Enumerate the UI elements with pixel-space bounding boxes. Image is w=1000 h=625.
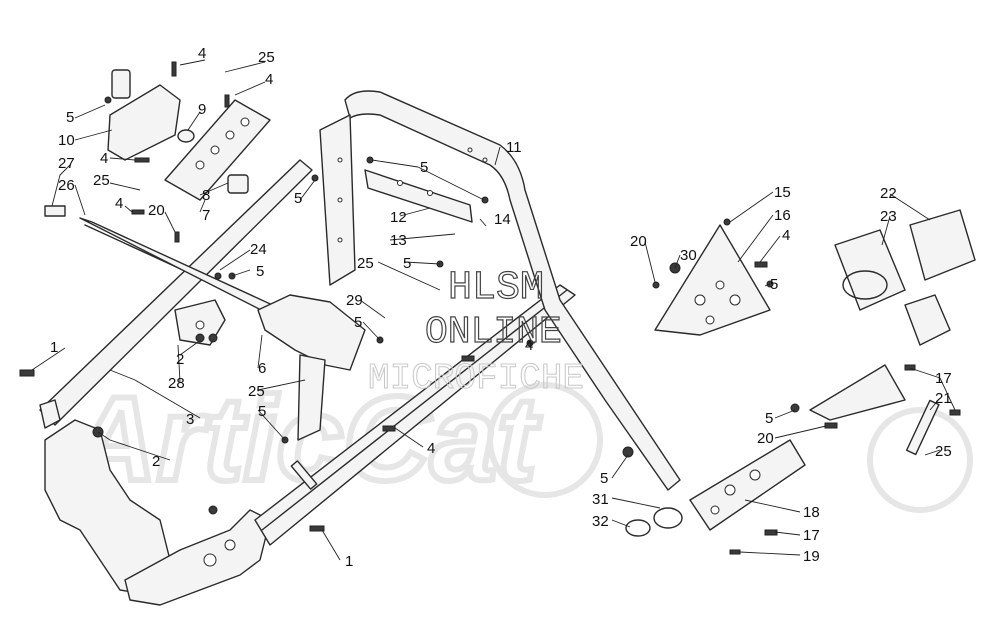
callout-5: 5 [420, 159, 428, 176]
callout-3: 3 [186, 411, 194, 428]
callout-10: 10 [58, 132, 75, 149]
right-panel [654, 224, 771, 336]
callout-20: 20 [757, 430, 774, 447]
callout-28: 28 [168, 375, 185, 392]
callout-23: 23 [880, 208, 897, 225]
callout-31: 31 [592, 491, 609, 508]
leader-lines [31, 59, 956, 561]
clamp-32 [625, 519, 651, 537]
watermark-line-2: ONLINE [425, 311, 562, 354]
callout-4: 4 [782, 227, 790, 244]
callout-5: 5 [600, 470, 608, 487]
callout-7: 7 [202, 207, 210, 224]
callout-20: 20 [630, 233, 647, 250]
callout-21: 21 [935, 390, 952, 407]
ecu-module [107, 69, 181, 161]
callout-24: 24 [250, 241, 267, 258]
callout-1: 1 [50, 339, 58, 356]
callout-5: 5 [66, 109, 74, 126]
callout-8: 8 [202, 187, 210, 204]
battery-box-23 [834, 229, 951, 346]
main-frame-hoop [319, 90, 681, 491]
callout-4: 4 [525, 337, 533, 354]
clamp-31 [653, 507, 683, 529]
callout-13: 13 [390, 232, 407, 249]
callout-22: 22 [880, 185, 897, 202]
callout-4: 4 [198, 45, 206, 62]
callout-11: 11 [506, 139, 522, 156]
front-frame-bracket [44, 419, 271, 606]
mount-strap [364, 169, 473, 223]
callout-29: 29 [346, 292, 363, 309]
callout-17: 17 [935, 370, 952, 387]
callout-5: 5 [294, 190, 302, 207]
callout-25: 25 [935, 443, 952, 460]
regulator-22 [909, 209, 976, 281]
callout-18: 18 [803, 504, 820, 521]
callout-4: 4 [427, 440, 435, 457]
relay-8 [227, 174, 249, 194]
grommet-9 [177, 129, 195, 143]
callout-17: 17 [803, 527, 820, 544]
callout-27: 27 [58, 155, 75, 172]
callout-5: 5 [770, 276, 778, 293]
callout-5: 5 [403, 255, 411, 272]
callout-32: 32 [592, 513, 609, 530]
center-shield [257, 294, 366, 441]
callout-1: 1 [345, 553, 353, 570]
callout-9: 9 [198, 101, 206, 118]
callout-4: 4 [265, 71, 273, 88]
watermark-line-3: MICROFICHE [368, 358, 584, 399]
perforated-plate-7 [164, 99, 271, 201]
callout-2: 2 [152, 453, 160, 470]
watermark-line-1: HLSM [448, 266, 544, 311]
callout-5: 5 [765, 410, 773, 427]
callout-15: 15 [774, 184, 791, 201]
callout-labels: 4 25 4 5 10 9 27 4 26 25 8 7 4 20 5 24 5… [50, 45, 952, 570]
callout-25: 25 [258, 49, 275, 66]
lower-channel [254, 284, 576, 546]
callout-6: 6 [258, 360, 266, 377]
callout-30: 30 [680, 247, 697, 264]
bracket-21 [809, 364, 906, 421]
callout-12: 12 [390, 209, 407, 226]
callout-14: 14 [494, 211, 511, 228]
callout-4: 4 [100, 150, 108, 167]
callout-26: 26 [58, 177, 75, 194]
callout-16: 16 [774, 207, 791, 224]
callout-2: 2 [176, 351, 184, 368]
callout-25: 25 [93, 172, 110, 189]
callout-5: 5 [354, 314, 362, 331]
callout-5: 5 [256, 263, 264, 280]
callout-20: 20 [148, 202, 165, 219]
callout-25: 25 [248, 383, 265, 400]
watermark: HLSM ONLINE MICROFICHE [368, 265, 585, 399]
lower-right-panel [689, 439, 806, 531]
callout-4: 4 [115, 195, 123, 212]
callout-25: 25 [357, 255, 374, 272]
callout-5: 5 [258, 403, 266, 420]
callout-19: 19 [803, 548, 820, 565]
